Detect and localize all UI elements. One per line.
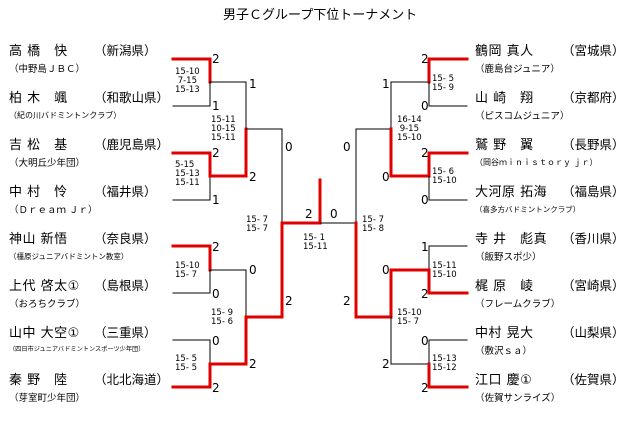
match-score: 15- 5 15- 5	[175, 354, 197, 373]
player-club: （四日市ジュニアバドミントンスポーツ少年団）	[9, 346, 145, 353]
player-club: （飯野スポ少）	[475, 252, 542, 263]
player-name: 寺 井 彪真	[475, 232, 548, 247]
match-score: 5-15 15-13 15-11	[175, 160, 200, 188]
player-name: 秦 野 陸	[9, 373, 68, 388]
player-name: 山中 大空①	[9, 326, 80, 341]
win-count: 2	[421, 381, 429, 395]
win-count: 0	[212, 287, 220, 301]
win-count: 0	[421, 334, 429, 348]
player-prefecture: （山梨県）	[562, 325, 625, 340]
win-count: 0	[212, 334, 220, 348]
win-count: 2	[285, 294, 293, 308]
win-count: 2	[212, 381, 220, 395]
match-score: 15- 6 15-10	[432, 167, 457, 186]
win-count: 2	[421, 52, 429, 66]
win-count: 0	[421, 193, 429, 207]
player-prefecture: （島根県）	[94, 278, 157, 293]
player-name: 梶 原 崚	[475, 279, 534, 294]
match-score: 15- 5 15- 9	[432, 74, 454, 93]
win-count: 1	[212, 99, 220, 113]
player-prefecture: （三重県）	[94, 325, 157, 340]
win-count: 1	[382, 77, 390, 91]
match-score: 15- 1 15-11	[303, 233, 328, 252]
player-name: 中 村 怜	[9, 185, 68, 200]
player-club: （橿原ジュニアバドミントン教室）	[9, 252, 129, 261]
win-count: 1	[249, 77, 257, 91]
player-name: 中村 晃大	[475, 326, 534, 341]
win-count: 2	[212, 52, 220, 66]
match-score: 15-11 10-15 15-11	[211, 115, 236, 143]
match-score: 16-14 9-15 15-10	[397, 115, 422, 143]
player-prefecture: （宮崎県）	[562, 278, 625, 293]
player-name: 上代 啓太①	[9, 279, 80, 294]
win-count: 0	[249, 263, 257, 277]
player-club: （紀の川バドミントンクラブ）	[9, 111, 122, 120]
win-count: 1	[212, 193, 220, 207]
match-score: 15-10 15- 7	[175, 261, 200, 280]
player-prefecture: （和歌山県）	[94, 90, 170, 105]
win-count: 2	[382, 357, 390, 371]
match-score: 15- 7 15- 7	[246, 215, 268, 234]
match-score: 15-13 15-12	[432, 354, 457, 373]
win-count: 2	[343, 294, 351, 308]
player-prefecture: （福井県）	[94, 184, 157, 199]
player-name: 鷲 野 翼	[475, 138, 534, 153]
player-club: （中野島ＪＢＣ）	[9, 64, 86, 75]
player-prefecture: （北北海道）	[94, 372, 170, 387]
win-count: 2	[305, 207, 313, 221]
match-score: 15-10 15- 7	[397, 308, 422, 327]
player-prefecture: （京都府）	[562, 90, 625, 105]
player-club: （フレームクラブ）	[475, 299, 561, 310]
player-prefecture: （新潟県）	[94, 43, 157, 58]
player-prefecture: （奈良県）	[94, 231, 157, 246]
player-prefecture: （鹿児島県）	[94, 137, 170, 152]
player-name: 大河原 拓海	[475, 185, 548, 200]
player-name: 高 橋 快	[9, 44, 68, 59]
player-prefecture: （香川県）	[562, 231, 625, 246]
win-count: 0	[343, 140, 351, 154]
match-score: 15-11 15-10	[432, 261, 457, 280]
win-count: 2	[421, 287, 429, 301]
player-name: 柏 木 颯	[9, 91, 68, 106]
win-count: 2	[421, 146, 429, 160]
match-score: 15- 9 15- 6	[211, 308, 233, 327]
player-club: （芽室町少年団）	[9, 393, 86, 404]
win-count: 0	[421, 99, 429, 113]
player-club: （ピスコムジュニア）	[475, 111, 570, 122]
player-name: 神山 新悟	[9, 232, 68, 247]
win-count: 1	[421, 240, 429, 254]
player-club: （大明丘少年団）	[9, 158, 86, 169]
player-name: 山 崎 翔	[475, 91, 534, 106]
player-club: （Ｄｒｅａｍ Ｊｒ）	[9, 205, 98, 216]
player-prefecture: （福島県）	[562, 184, 625, 199]
player-prefecture: （宮城県）	[562, 43, 625, 58]
player-club: （喜多方バドミントンクラブ）	[475, 205, 581, 214]
win-count: 0	[330, 207, 338, 221]
win-count: 2	[212, 146, 220, 160]
player-club: （岡谷ｍｉｎｉｓｔｏｒｙ ｊｒ）	[475, 158, 598, 167]
win-count: 2	[249, 170, 257, 184]
player-prefecture: （佐賀県）	[562, 372, 625, 387]
player-club: （鹿島台ジュニア）	[475, 64, 560, 75]
win-count: 0	[382, 170, 390, 184]
player-name: 吉 松 基	[9, 138, 68, 153]
win-count: 2	[249, 357, 257, 371]
player-club: （敷沢ｓａ）	[475, 346, 533, 357]
player-club: （佐賀サンライズ）	[475, 393, 561, 404]
page-title: 男子Ｃグループ下位トーナメント	[223, 8, 418, 23]
win-count: 0	[382, 263, 390, 277]
player-name: 鶴岡 真人	[475, 44, 534, 59]
match-score: 15-10 7-15 15-13	[175, 67, 200, 95]
win-count: 0	[285, 140, 293, 154]
win-count: 2	[212, 240, 220, 254]
player-prefecture: （長野県）	[562, 137, 625, 152]
player-name: 江口 慶①	[475, 373, 533, 388]
player-club: （おろちクラブ）	[9, 299, 86, 310]
match-score: 15- 7 15- 8	[362, 215, 384, 234]
